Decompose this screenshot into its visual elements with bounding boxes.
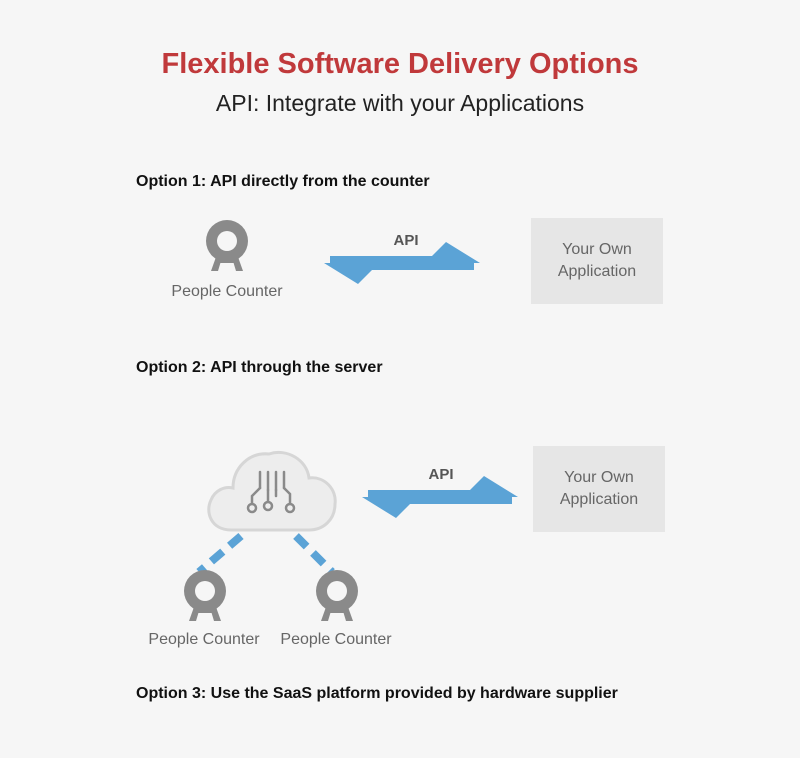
option-2-heading: Option 2: API through the server (136, 359, 383, 376)
option-1-heading: Option 1: API directly from the counter (136, 173, 430, 190)
counter-label: People Counter (171, 283, 283, 300)
counter-label: People Counter (148, 631, 260, 648)
bidirectional-arrow-icon (362, 476, 518, 518)
option-3-heading: Option 3: Use the SaaS platform provided… (136, 685, 618, 702)
cloud-server-icon (207, 451, 337, 532)
app-line-1: Your Own (564, 469, 634, 486)
api-label: API (393, 232, 419, 249)
counter-label: People Counter (280, 631, 392, 648)
people-counter-icon (316, 570, 358, 621)
your-own-application-box: Your Own Application (533, 446, 665, 532)
bidirectional-arrow-icon (324, 242, 480, 284)
app-line-2: Application (559, 491, 639, 508)
your-own-application-box: Your Own Application (531, 218, 663, 304)
people-counter-icon (206, 220, 248, 271)
app-line-1: Your Own (562, 241, 632, 258)
page-subtitle: API: Integrate with your Applications (215, 90, 585, 116)
app-line-2: Application (557, 263, 637, 280)
people-counter-icon (184, 570, 226, 621)
page-title: Flexible Software Delivery Options (161, 48, 639, 80)
api-label: API (428, 466, 454, 483)
